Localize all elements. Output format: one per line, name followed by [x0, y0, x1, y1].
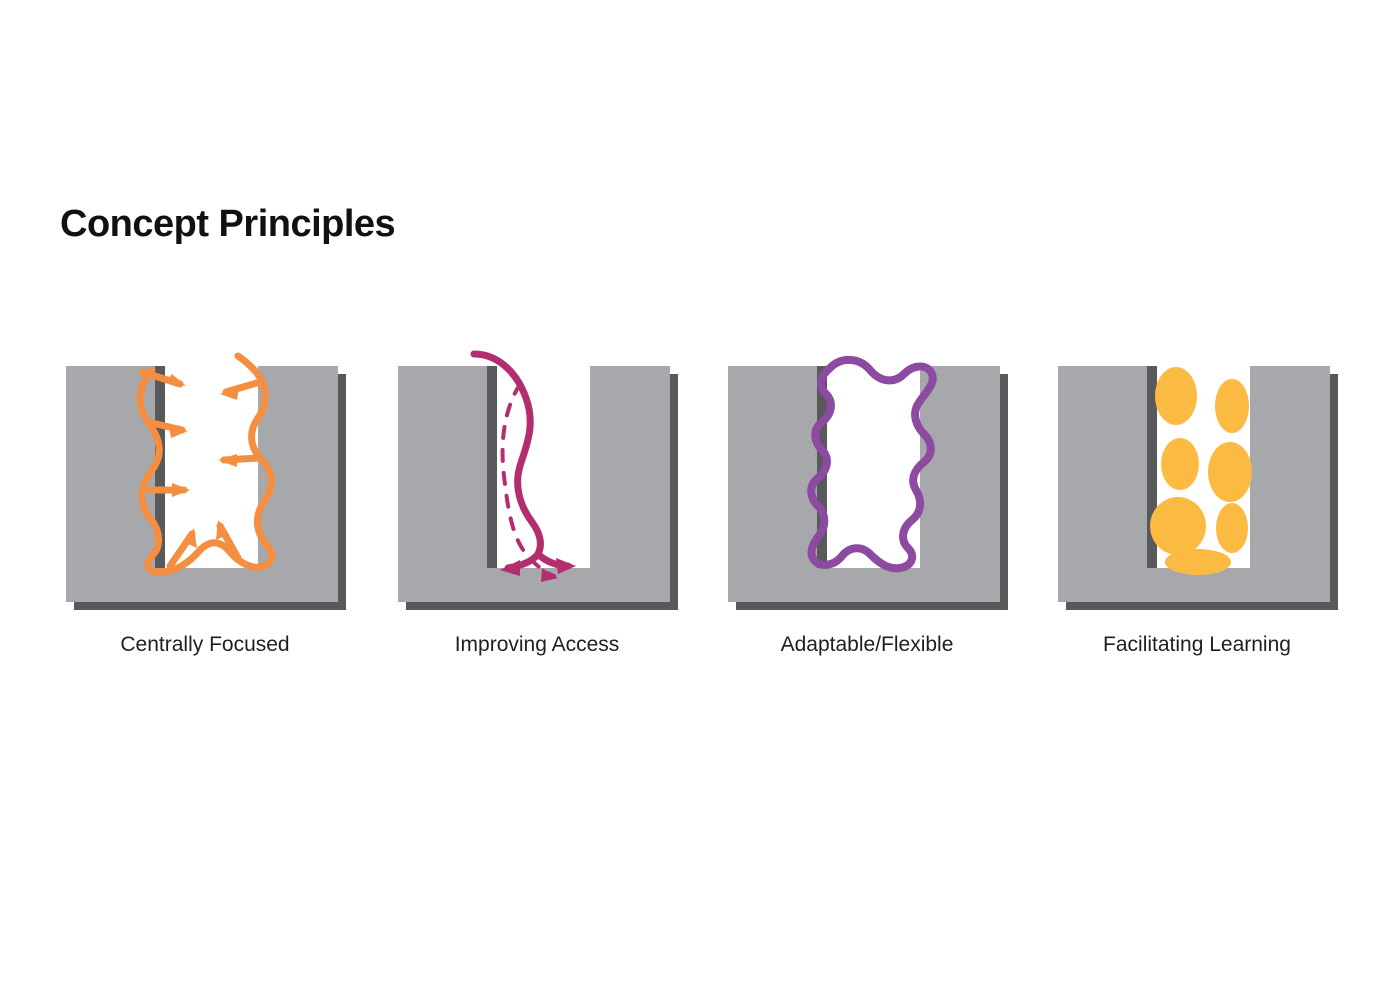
magenta-dashed-path	[500, 382, 556, 578]
channel-wall-shadow	[155, 366, 165, 568]
principle-card-improving-access[interactable]: Improving Access	[392, 350, 722, 680]
amber-ellipse	[1216, 503, 1248, 553]
channel-slot	[155, 366, 258, 568]
amber-ellipse-cluster	[1150, 367, 1252, 575]
amber-ellipse	[1208, 442, 1252, 502]
principle-label-adaptable-flexible: Adaptable/Flexible	[780, 633, 954, 656]
principles-row: Centrally Focused	[0, 350, 1400, 680]
principle-card-facilitating-learning[interactable]: Facilitating Learning	[1052, 350, 1382, 680]
magenta-arrowheads	[500, 558, 576, 576]
orange-arrowheads	[166, 374, 239, 548]
amber-ellipse	[1150, 497, 1206, 555]
amber-ellipse	[1155, 367, 1197, 425]
amber-ellipse	[1215, 379, 1249, 433]
principle-card-adaptable-flexible[interactable]: Adaptable/Flexible	[722, 350, 1052, 680]
principle-label-improving-access: Improving Access	[454, 633, 620, 656]
principle-label-facilitating-learning: Facilitating Learning	[1103, 633, 1291, 656]
facilitating-learning-illustration	[1052, 350, 1342, 610]
centrally-focused-illustration	[60, 350, 350, 610]
channel-wall-shadow	[487, 366, 497, 568]
principle-card-centrally-focused[interactable]: Centrally Focused	[60, 350, 390, 680]
amber-ellipse	[1165, 549, 1231, 575]
purple-blob-outline	[807, 356, 937, 573]
channel-wall-shadow	[1147, 366, 1157, 568]
principle-label-centrally-focused: Centrally Focused	[120, 633, 290, 656]
amber-ellipse	[1161, 438, 1199, 490]
improving-access-illustration	[392, 350, 682, 610]
adaptable-flexible-illustration	[722, 350, 1012, 610]
magenta-dashed-arrowhead	[541, 568, 558, 582]
page-title: Concept Principles	[60, 203, 396, 245]
